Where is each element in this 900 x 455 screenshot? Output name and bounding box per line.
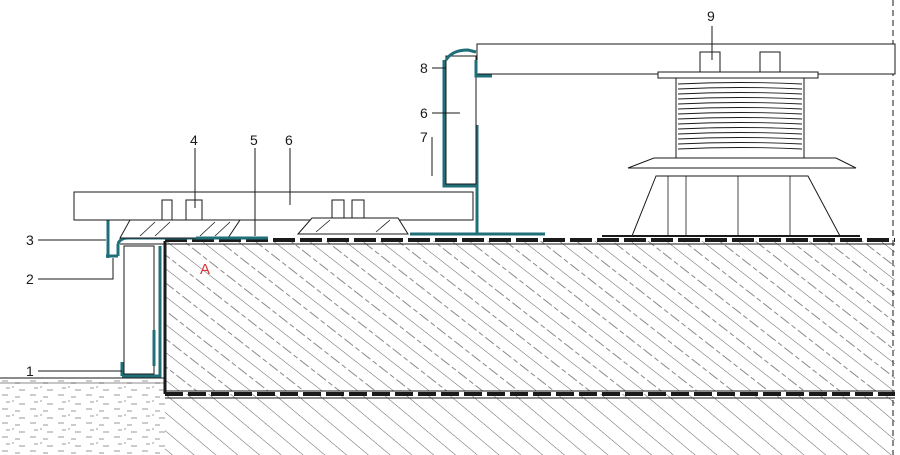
pedestal-thread bbox=[677, 82, 803, 150]
upper-deck-board bbox=[476, 43, 896, 75]
adjustable-pedestal bbox=[602, 51, 860, 237]
thread-line bbox=[677, 97, 803, 100]
thread-line bbox=[677, 107, 803, 110]
callout-6-lower: 6 bbox=[285, 132, 293, 148]
concrete-slab bbox=[163, 241, 895, 394]
leader-lines bbox=[38, 26, 713, 372]
thread-line bbox=[677, 102, 803, 105]
callout-9: 9 bbox=[707, 8, 715, 24]
thread-line bbox=[677, 117, 803, 120]
ground-soil bbox=[0, 377, 165, 455]
thread-line bbox=[677, 132, 803, 135]
bottom-slab bbox=[165, 392, 895, 455]
callout-4: 4 bbox=[190, 132, 198, 148]
thread-line bbox=[677, 142, 803, 145]
thread-line bbox=[677, 127, 803, 130]
thread-line bbox=[677, 112, 803, 115]
thread-line bbox=[677, 82, 803, 85]
callout-1: 1 bbox=[26, 363, 34, 379]
callout-3: 3 bbox=[26, 232, 34, 248]
thread-line bbox=[677, 147, 803, 150]
fascia-profile bbox=[106, 212, 240, 378]
waterproof-membrane bbox=[120, 238, 895, 245]
thread-line bbox=[677, 92, 803, 95]
thread-line bbox=[677, 137, 803, 140]
callout-6-upper: 6 bbox=[420, 105, 428, 121]
upper-edge-profile bbox=[442, 48, 492, 188]
thread-line bbox=[677, 122, 803, 125]
pedestal-left bbox=[119, 199, 241, 239]
callout-5: 5 bbox=[250, 132, 258, 148]
thread-line bbox=[677, 87, 803, 90]
detail-mark-a: A bbox=[200, 261, 210, 278]
pedestal-middle bbox=[296, 199, 409, 235]
callout-7: 7 bbox=[420, 129, 428, 145]
lower-deck-board bbox=[73, 191, 474, 221]
callouts: 1 2 3 4 5 6 6 7 8 9 A bbox=[26, 8, 715, 379]
callout-2: 2 bbox=[26, 271, 34, 287]
callout-8: 8 bbox=[420, 60, 428, 76]
